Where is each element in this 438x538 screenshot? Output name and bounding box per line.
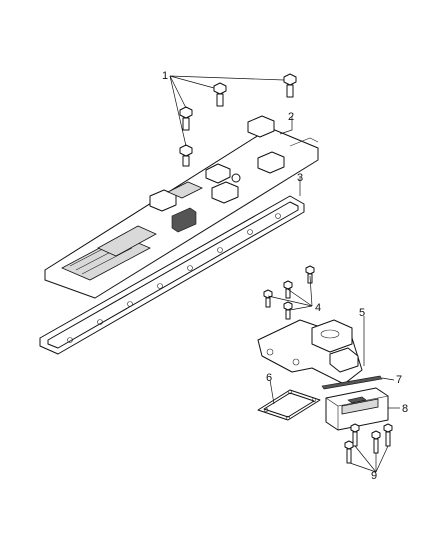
bolt-1a [283,73,297,98]
valve-cover [44,115,319,299]
bolt-9a [344,440,354,464]
bolt-9d [383,423,393,447]
callout-4: 4 [315,302,321,314]
bolt-1c [179,106,193,131]
callout-6: 6 [266,372,272,384]
callout-3: 3 [297,172,303,184]
control-module [325,387,389,431]
callout-1: 1 [162,70,168,82]
cover-gasket [39,195,305,355]
callout-5: 5 [359,307,365,319]
bolt-4d [283,301,293,320]
bolt-1b [213,82,227,107]
callout-2: 2 [288,111,294,123]
bolt-4c [263,289,273,308]
callout-8: 8 [402,403,408,415]
callout-9: 9 [371,470,377,482]
leader-lines [169,75,400,473]
callout-7: 7 [396,374,402,386]
bolt-9c [371,430,381,454]
seal-strip [321,375,383,390]
bracket-housing [257,319,363,385]
bolt-1d [179,144,193,167]
module-gasket [257,389,321,421]
bolt-4a [283,280,293,299]
